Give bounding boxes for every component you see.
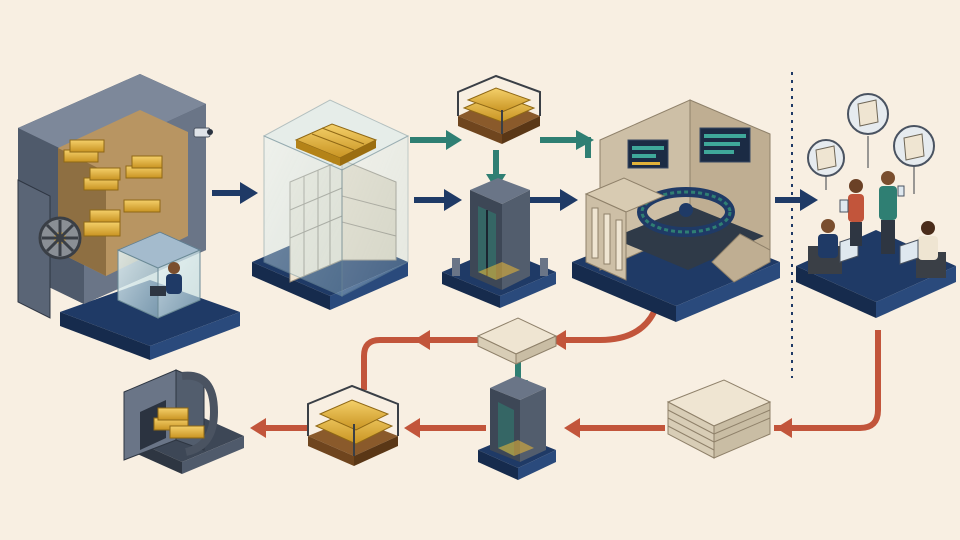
certificate-bubble-center xyxy=(847,93,889,168)
paper-certificates-large-icon xyxy=(666,379,772,459)
transfer-lift-icon xyxy=(442,178,556,308)
arrow-teal-top-route xyxy=(410,130,594,158)
security-camera-icon xyxy=(193,127,213,138)
return-lift-icon xyxy=(478,376,556,480)
facade-columns xyxy=(591,207,623,271)
glass-custody-vault-icon xyxy=(252,99,410,310)
paper-certificates-icon xyxy=(476,317,558,365)
vault-gold-stack xyxy=(63,139,163,237)
stock-exchange-building-icon xyxy=(572,99,780,322)
return-vault-gold xyxy=(153,407,205,439)
arrow-exchange-to-investors xyxy=(775,189,818,211)
gold-pallet-icon xyxy=(307,384,399,466)
market-screens xyxy=(627,127,751,169)
arrow-lift-to-exchange xyxy=(530,189,578,211)
investor-standing-tablet xyxy=(839,179,864,246)
gold-pallet-top-icon xyxy=(457,74,541,144)
return-vault-icon xyxy=(123,369,244,474)
trading-floor-ring xyxy=(637,187,735,237)
certificate-bubble-left xyxy=(807,139,845,190)
guard-person-icon xyxy=(150,262,182,296)
investor-seated-right xyxy=(899,221,946,278)
bank-vault-icon xyxy=(17,74,240,360)
custody-gold-top xyxy=(294,123,378,166)
arrow-rust-return-loop xyxy=(250,310,881,438)
investors-group-icon xyxy=(796,93,956,318)
arrow-custody-to-lift xyxy=(414,189,462,211)
investor-standing-phone xyxy=(879,171,905,254)
guard-booth-icon xyxy=(116,231,202,319)
vault-door-wheel-icon xyxy=(38,216,82,260)
certificate-bubble-right xyxy=(893,125,935,194)
arrow-vault-to-custody xyxy=(212,182,258,204)
